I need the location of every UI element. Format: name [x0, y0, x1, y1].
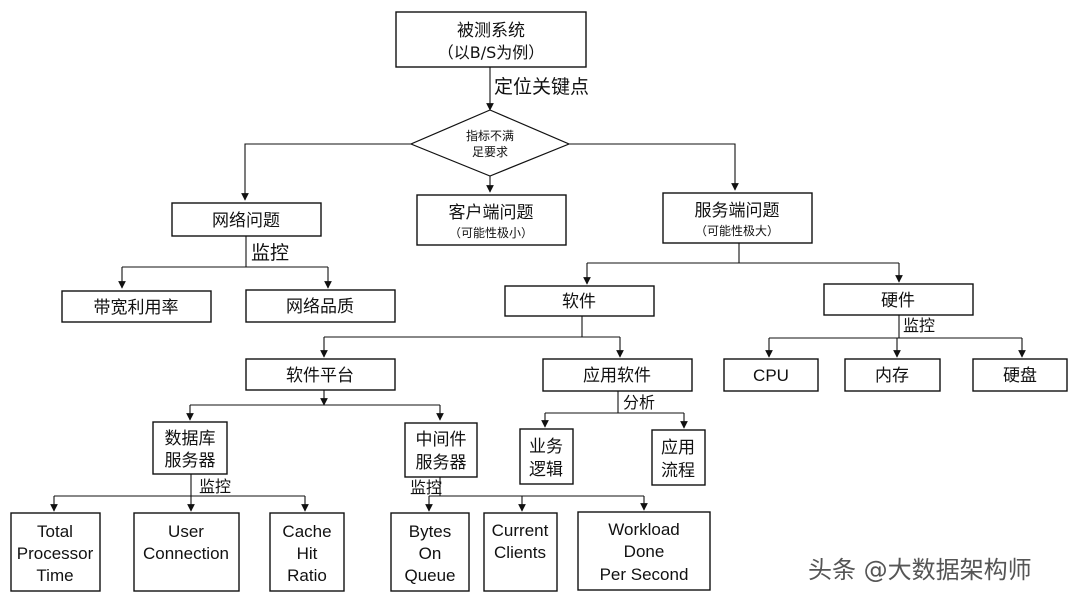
node-server: 服务端问题 （可能性极大） [662, 192, 813, 244]
edge-decision-network [241, 143, 411, 201]
node-network: 网络问题 [171, 202, 322, 237]
node-disk: 硬盘 [972, 358, 1068, 392]
node-current-clients: Current Clients [483, 512, 558, 592]
node-software: 软件 [504, 285, 655, 317]
edge-decision-server [569, 143, 739, 191]
node-db-server-line1: 数据库 [165, 429, 216, 449]
node-middleware-server: 中间件 服务器 [404, 422, 478, 478]
node-memory-label: 内存 [875, 366, 909, 386]
node-user-connection-line2: Connection [143, 544, 229, 563]
node-business-logic: 业务 逻辑 [519, 428, 574, 485]
node-bytes-on-queue-line3: Queue [404, 566, 455, 585]
node-client-line2: （可能性极小） [449, 226, 533, 240]
node-software-label: 软件 [562, 292, 596, 312]
node-cache-hit-ratio: Cache Hit Ratio [269, 512, 345, 592]
node-server-line1: 服务端问题 [695, 201, 780, 221]
node-bandwidth-label: 带宽利用率 [94, 298, 179, 318]
node-workload-done-line3: Per Second [600, 565, 689, 584]
node-bytes-on-queue: Bytes On Queue [390, 512, 470, 592]
node-cache-hit-ratio-line1: Cache [282, 522, 331, 541]
node-client: 客户端问题 （可能性极小） [416, 194, 567, 246]
edge-label-hardware-monitor: 监控 [903, 316, 935, 335]
node-current-clients-line1: Current [492, 521, 549, 540]
node-user-connection-line1: User [168, 522, 204, 541]
node-app: 应用软件 [542, 358, 693, 392]
watermark-text: 头条 @大数据架构师 [808, 556, 1032, 584]
node-db-server: 数据库 服务器 [152, 421, 228, 475]
node-decision-line2: 足要求 [472, 145, 508, 159]
node-workload-done-line2: Done [624, 542, 665, 561]
node-cache-hit-ratio-line3: Ratio [287, 566, 327, 585]
node-business-logic-line1: 业务 [529, 437, 563, 457]
edges [50, 67, 1026, 512]
node-app-flow: 应用 流程 [651, 429, 706, 486]
node-network-label: 网络问题 [212, 211, 280, 231]
node-total-processor-time-line2: Processor [17, 544, 94, 563]
edge-label-db-monitor: 监控 [199, 477, 231, 496]
node-cache-hit-ratio-line2: Hit [297, 544, 318, 563]
edge-label-network-monitor: 监控 [251, 242, 289, 264]
node-memory: 内存 [844, 358, 941, 392]
node-disk-label: 硬盘 [1003, 366, 1037, 386]
node-decision-line1: 指标不满 [466, 128, 514, 143]
node-platform: 软件平台 [245, 358, 396, 391]
edge-label-app-analysis: 分析 [623, 393, 655, 412]
node-bandwidth: 带宽利用率 [61, 290, 212, 323]
node-workload-done: Workload Done Per Second [577, 511, 711, 591]
node-cpu-label: CPU [753, 366, 789, 385]
node-root-line1: 被测系统 [457, 21, 525, 41]
node-cpu: CPU [723, 358, 819, 392]
node-middleware-server-line2: 服务器 [416, 453, 467, 473]
node-hardware: 硬件 [823, 283, 974, 316]
node-workload-done-line1: Workload [608, 520, 680, 539]
edge-label-middleware-monitor: 监控 [410, 478, 442, 497]
node-bytes-on-queue-line1: Bytes [409, 522, 452, 541]
node-total-processor-time: Total Processor Time [10, 512, 101, 592]
node-app-flow-line1: 应用 [661, 438, 695, 458]
edge-label-key-points: 定位关键点 [494, 76, 589, 98]
node-root-line2: （以B/S为例） [438, 43, 545, 62]
node-user-connection: User Connection [133, 512, 240, 592]
node-root: 被测系统 （以B/S为例） [395, 11, 587, 68]
node-db-server-line2: 服务器 [165, 451, 216, 471]
node-decision: 指标不满 足要求 [409, 109, 571, 177]
node-app-label: 应用软件 [583, 366, 651, 386]
node-total-processor-time-line1: Total [37, 522, 73, 541]
node-platform-label: 软件平台 [286, 366, 354, 386]
node-app-flow-line2: 流程 [661, 461, 695, 481]
node-network-quality: 网络品质 [245, 289, 396, 323]
node-server-line2: （可能性极大） [695, 224, 779, 238]
node-bytes-on-queue-line2: On [419, 544, 442, 563]
node-client-line1: 客户端问题 [449, 203, 534, 223]
node-current-clients-line2: Clients [494, 543, 546, 562]
node-hardware-label: 硬件 [881, 291, 915, 311]
node-network-quality-label: 网络品质 [286, 297, 354, 317]
node-middleware-server-line1: 中间件 [416, 430, 467, 450]
node-total-processor-time-line3: Time [36, 566, 73, 585]
node-business-logic-line2: 逻辑 [529, 460, 563, 480]
